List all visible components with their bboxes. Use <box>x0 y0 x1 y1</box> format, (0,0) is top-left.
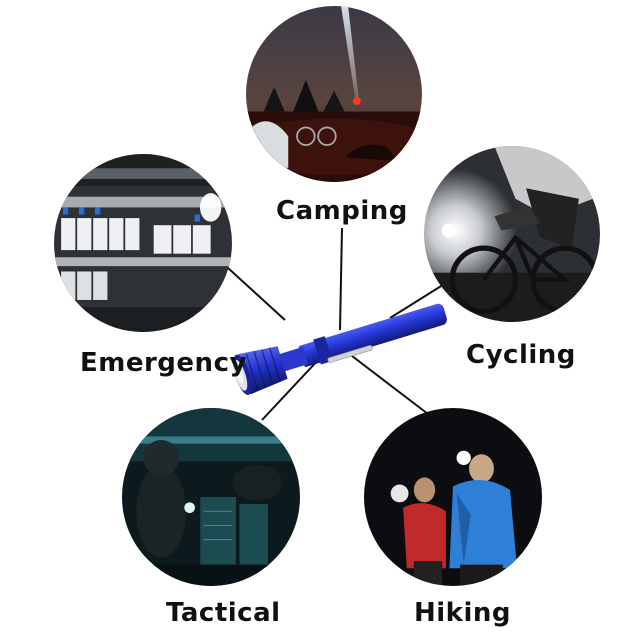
emergency-photo <box>54 154 232 332</box>
hiking-photo <box>364 408 542 586</box>
cycling-photo <box>424 146 600 322</box>
connector-emergency <box>227 267 286 321</box>
label-emergency: Emergency <box>80 348 247 378</box>
connector-camping <box>339 227 343 331</box>
label-tactical: Tactical <box>166 598 281 628</box>
connector-hiking <box>351 355 429 415</box>
label-camping: Camping <box>276 196 408 226</box>
tactical-photo <box>122 408 300 586</box>
label-hiking: Hiking <box>414 598 511 628</box>
flashlight-product <box>233 303 447 396</box>
connector-tactical <box>261 357 321 421</box>
label-cycling: Cycling <box>466 340 576 370</box>
camping-photo <box>246 6 422 182</box>
